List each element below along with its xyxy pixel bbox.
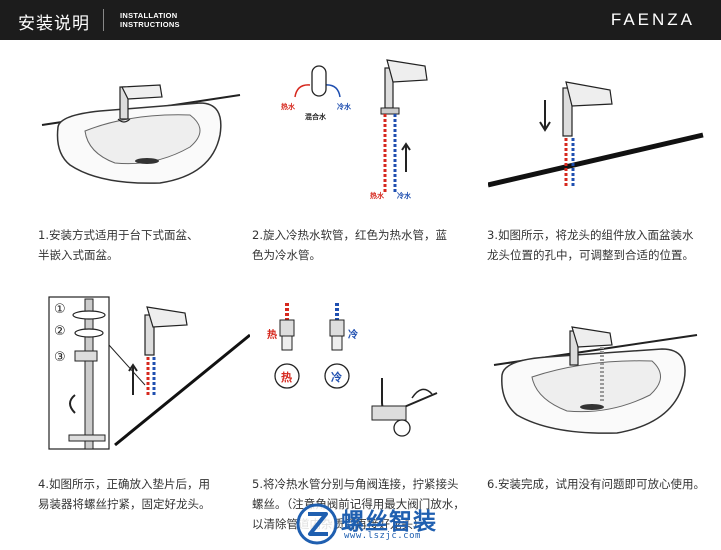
label-cold-water-hose: 冷水	[397, 191, 412, 200]
hot-valve-label: 热	[281, 370, 292, 384]
label-mixed-water: 混合水	[305, 112, 327, 121]
screw-logo-icon	[296, 503, 338, 545]
watermark: 螺丝智装 www.lszjc.com	[296, 500, 466, 548]
label-hot-connector: 热	[267, 328, 277, 341]
step-5-text: 5.将冷热水管分别与角阀连接，拧紧接头 螺丝。（注意角阀前记得用最大阀门放水， …	[252, 477, 465, 531]
step-4-text: 4.如图所示，正确放入垫片后，用 易装器将螺丝拧紧，固定好龙头。	[38, 477, 211, 511]
page-title: 安装说明	[18, 14, 90, 34]
watermark-text: 螺丝智装	[341, 509, 437, 535]
marker-3: ③	[54, 350, 66, 365]
step-6-text: 6.安装完成，试用没有问题即可放心使用。	[487, 477, 705, 491]
figure-4-gasket: ① ② ③	[48, 296, 250, 450]
figure-5-valves: 热 冷 热 冷	[267, 303, 438, 437]
step-2-text: 2.旋入冷热水软管，红色为热水管，蓝 色为冷水管。	[252, 228, 447, 262]
marker-2: ②	[54, 324, 66, 339]
figure-2-hoses: 热水 冷水 混合水 热水 冷水	[281, 59, 428, 200]
figure-6-complete	[493, 326, 698, 434]
label-hot-water-hose: 热水	[370, 191, 385, 200]
step-1-text: 1.安装方式适用于台下式面盆、 半嵌入式面盆。	[38, 228, 199, 262]
watermark-url: www.lszjc.com	[344, 531, 421, 541]
brand-logo: FAENZA	[610, 10, 695, 29]
header-bar: 安装说明 INSTALLATION INSTRUCTIONS FAENZA	[0, 0, 721, 40]
figure-3-insert	[488, 81, 704, 188]
marker-1: ①	[54, 302, 66, 317]
header-divider	[103, 9, 104, 31]
cold-valve-label: 冷	[331, 370, 342, 384]
label-hot-water: 热水	[281, 102, 296, 111]
label-cold-water: 冷水	[337, 102, 352, 111]
figure-1-basin	[41, 84, 241, 184]
label-cold-connector: 冷	[348, 328, 358, 341]
step-3-text: 3.如图所示，将龙头的组件放入面盆装水 龙头位置的孔中，可调整到合适的位置。	[487, 228, 694, 262]
page-title-english: INSTALLATION INSTRUCTIONS	[120, 11, 180, 29]
